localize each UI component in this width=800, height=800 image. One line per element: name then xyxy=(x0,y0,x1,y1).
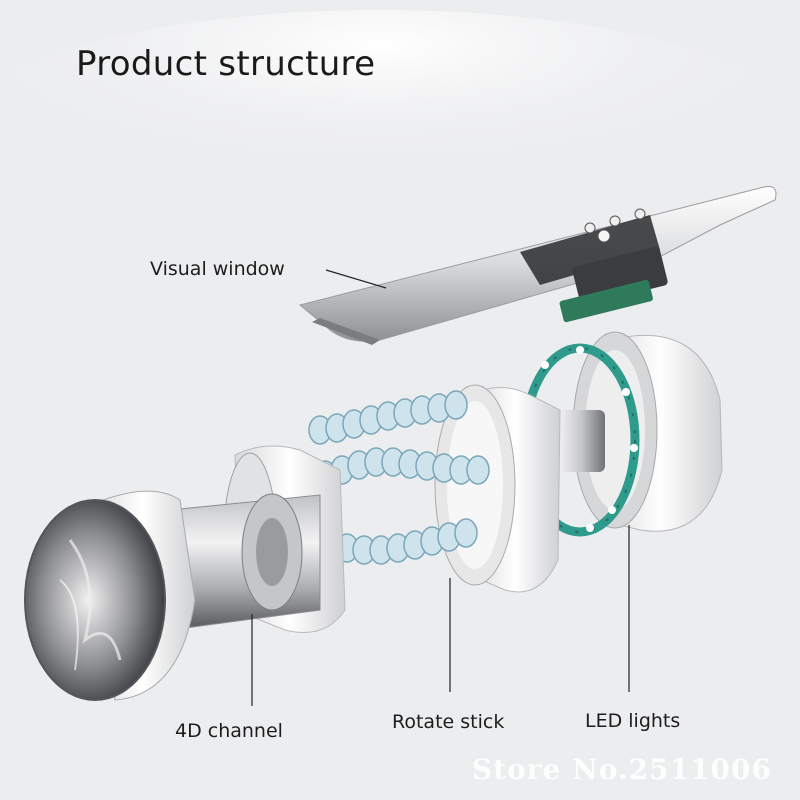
label-4d-channel: 4D channel xyxy=(175,720,283,742)
top-shell xyxy=(298,186,777,345)
rear-plate xyxy=(434,384,561,593)
store-watermark: Store No.2511006 xyxy=(471,753,772,786)
spring-upper xyxy=(308,390,468,445)
channel-sleeve xyxy=(169,493,321,631)
leader-lines xyxy=(251,269,630,706)
spring-middle xyxy=(313,447,490,490)
label-rotate-stick: Rotate stick xyxy=(392,711,505,733)
leader-visual-window xyxy=(325,269,387,289)
label-visual-window: Visual window xyxy=(150,258,285,280)
label-led-lights: LED lights xyxy=(585,710,681,732)
rotate-sticks xyxy=(308,390,490,565)
page-title: Product structure xyxy=(76,44,376,84)
front-cup xyxy=(24,490,196,701)
